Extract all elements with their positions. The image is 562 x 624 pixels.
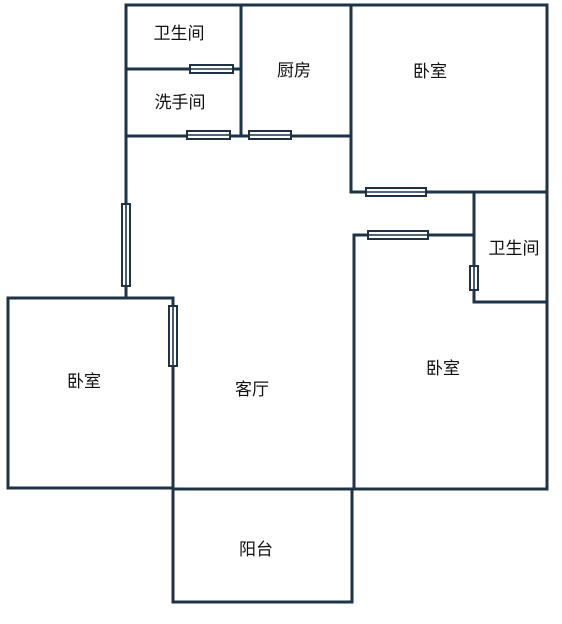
room-label-washroom: 洗手间 <box>155 93 206 113</box>
wall-bedroom-top-right <box>349 3 549 194</box>
wall-kitchen <box>239 3 353 138</box>
room-label-bedroom-left: 卧室 <box>67 372 101 392</box>
door-washroom-bottom <box>186 130 231 140</box>
wall-balcony <box>171 487 354 604</box>
wall-bathroom-right <box>472 190 549 304</box>
door-bedroom-left <box>168 305 178 367</box>
door-kitchen-bottom <box>248 130 292 140</box>
room-label-kitchen: 厨房 <box>277 61 311 81</box>
door-bathroom-washroom <box>189 64 234 74</box>
room-label-bathroom-top: 卫生间 <box>154 24 205 44</box>
room-labels: 卫生间 洗手间 厨房 卧室 卫生间 卧室 客厅 卧室 阳台 <box>67 24 540 560</box>
room-label-bedroom-top-right: 卧室 <box>413 62 447 82</box>
doors <box>121 64 479 367</box>
room-label-bathroom-right: 卫生间 <box>489 239 540 259</box>
door-bedroom-right <box>367 230 429 240</box>
room-label-balcony: 阳台 <box>239 540 273 560</box>
room-label-bedroom-right: 卧室 <box>426 359 460 379</box>
door-living-left <box>121 203 131 287</box>
wall-bedroom-left <box>6 296 175 490</box>
door-bedroom-top-right <box>365 187 427 197</box>
walls <box>6 3 549 604</box>
door-bathroom-right <box>469 265 479 291</box>
room-label-living-room: 客厅 <box>235 380 269 400</box>
